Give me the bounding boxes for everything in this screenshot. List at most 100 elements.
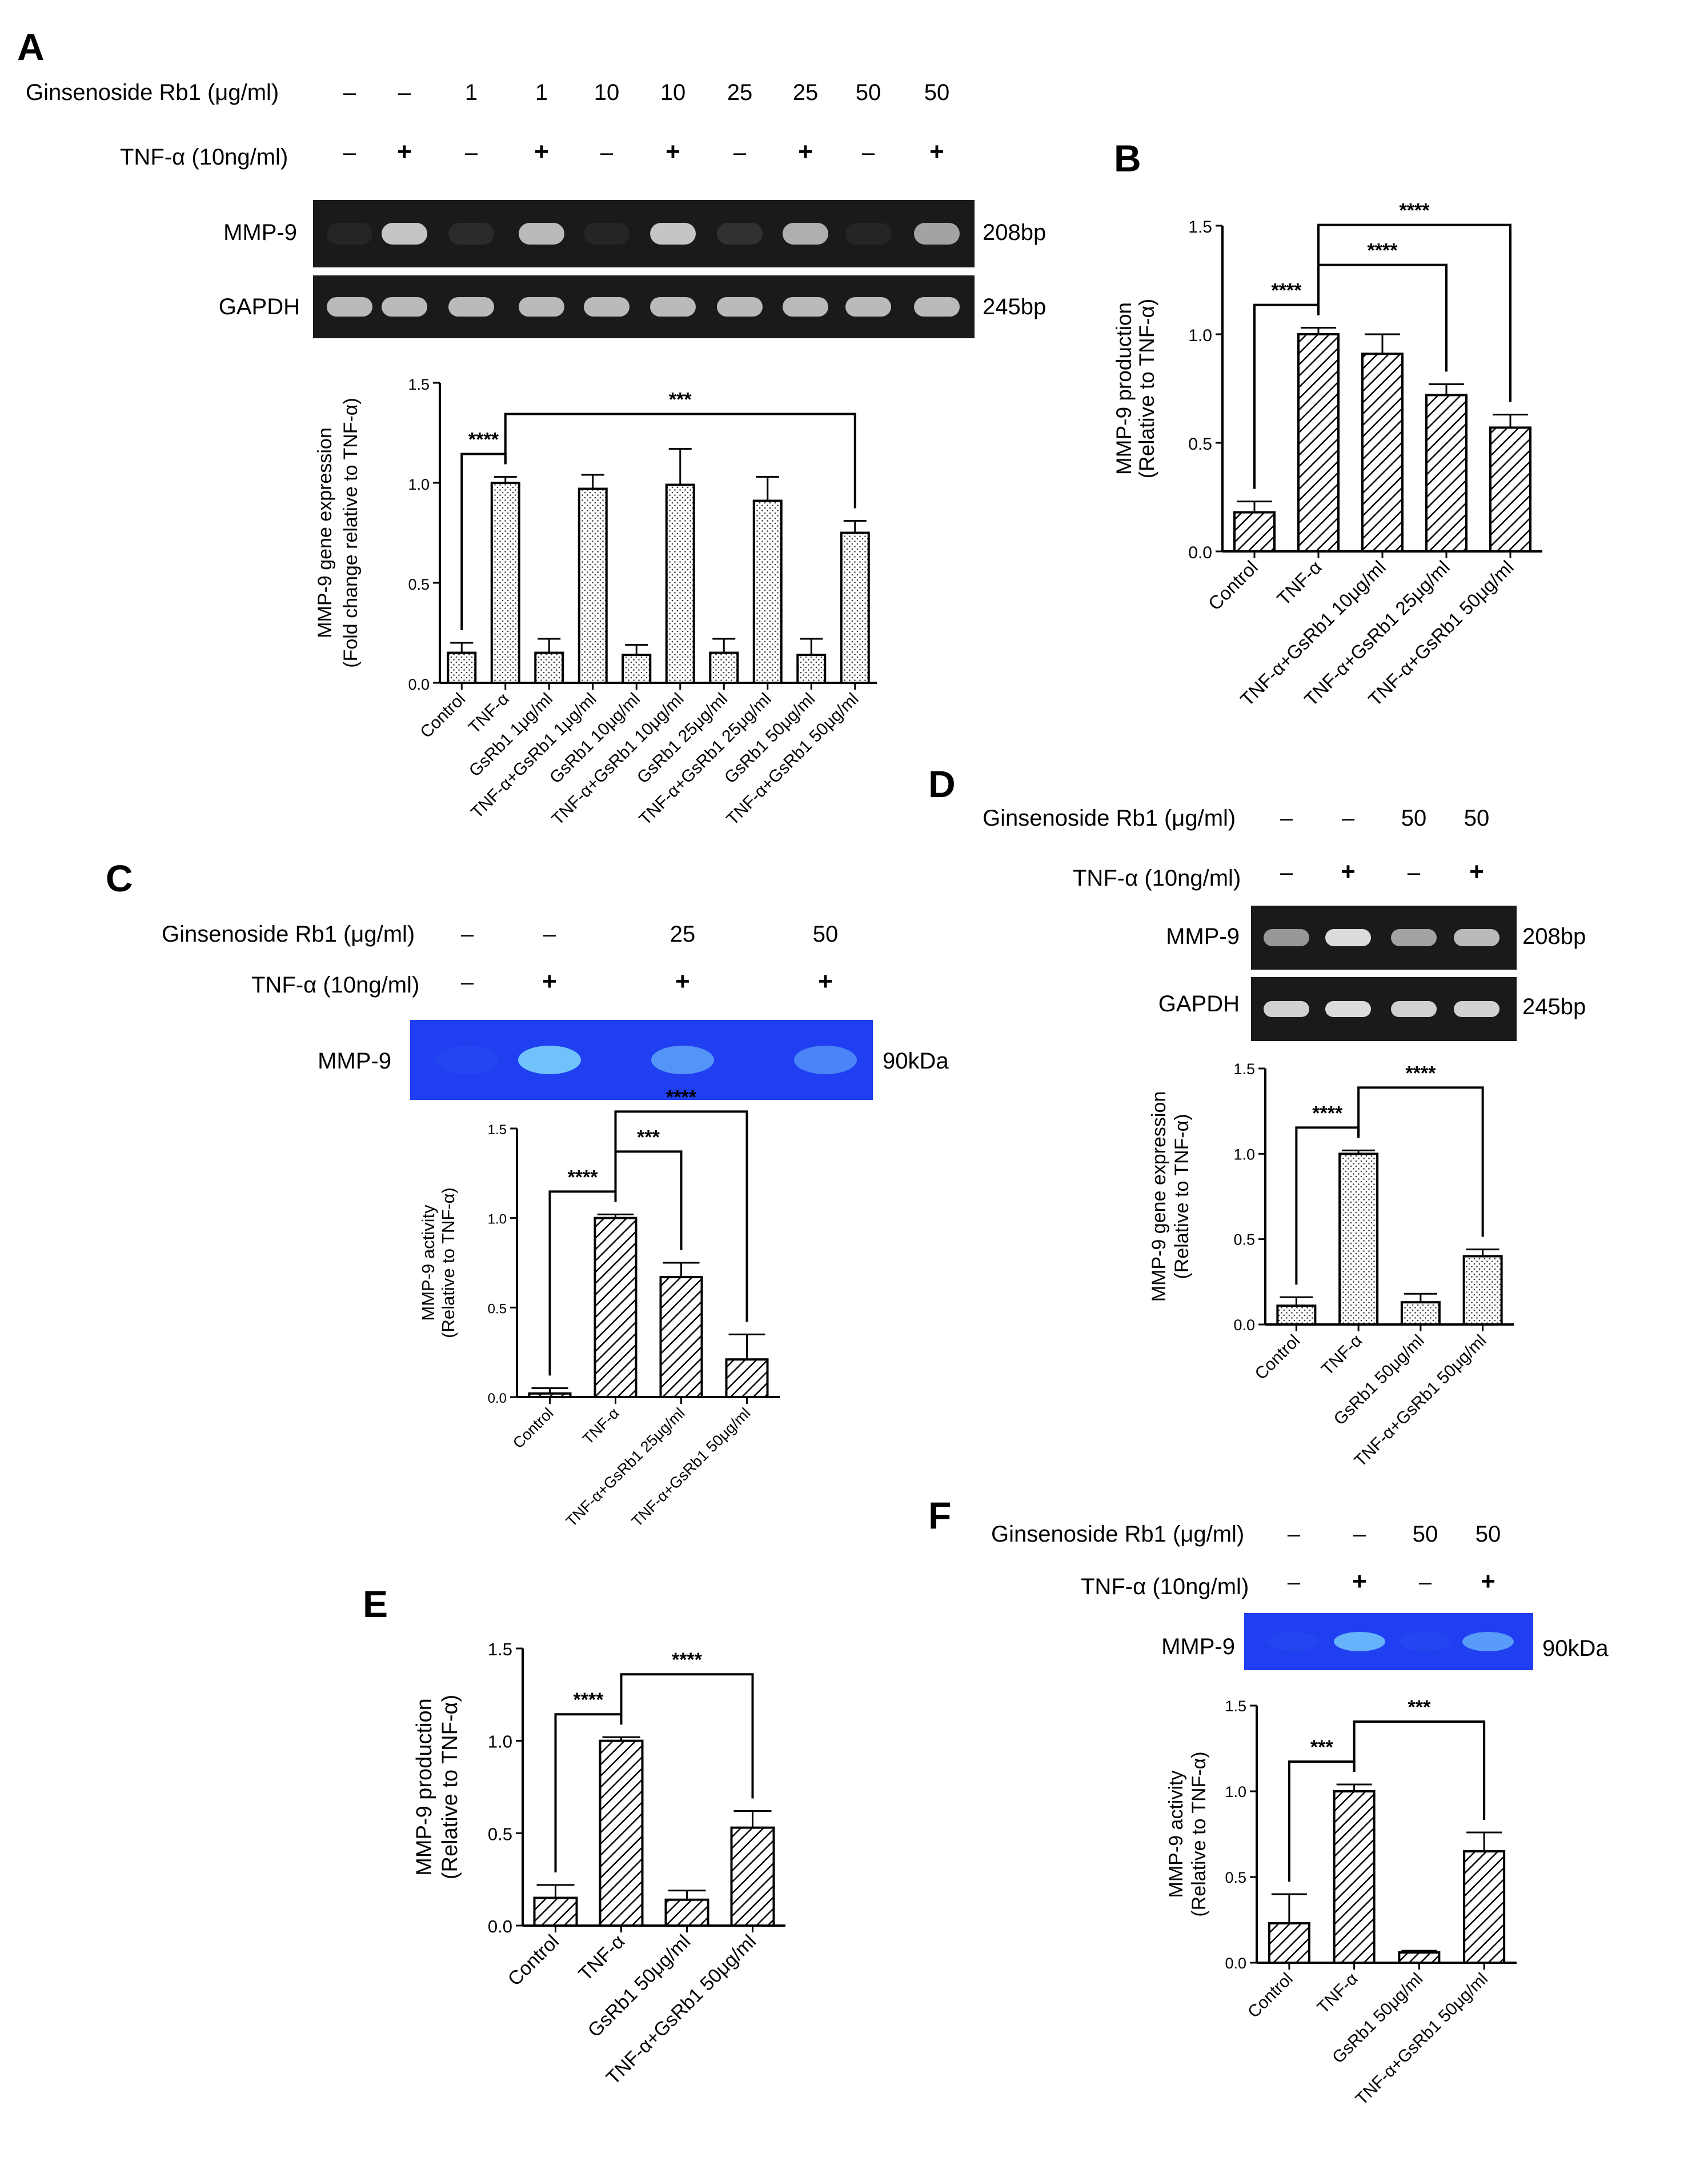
panel-f-rb1-value-1: –: [1353, 1522, 1366, 1547]
chart-c-sig-bracket-2: [614, 1110, 748, 1322]
chart-f-xtick-label-1: TNF-α: [1314, 1970, 1362, 2018]
chart-f-ylabel-line2: (Relative to TNF-α): [1188, 1751, 1210, 1916]
chart-e-sig-bracket-1: [620, 1673, 754, 1799]
panel-c-mmp9-size: 90kDa: [883, 1049, 949, 1074]
panel-label-e: E: [363, 1583, 388, 1625]
panel-a-tnf-value-4: –: [600, 140, 614, 165]
chart-b-sig-label-1: ****: [1368, 240, 1398, 262]
chart-f-sig-bracket-1: [1353, 1720, 1486, 1820]
panel-a-mmp9-band-0: [327, 223, 372, 245]
chart-e-bar-3: [730, 1826, 775, 1927]
panel-a-gapdh-band-6: [717, 297, 763, 317]
chart-b-bar-4: [1489, 426, 1531, 553]
chart-e-sig-label-1: ****: [672, 1649, 703, 1671]
panel-d-mmp9-band-0: [1264, 929, 1309, 946]
panel-d-tnf-value-1: +: [1341, 858, 1356, 886]
chart-d-xtick-label-1: TNF-α: [1318, 1331, 1366, 1379]
panel-a-tnf-value-2: –: [465, 140, 478, 165]
chart-e-ytick-label: 0.0: [488, 1916, 512, 1936]
panel-a-gapdh-band-3: [519, 297, 564, 317]
chart-e-ytick-label: 1.0: [488, 1732, 512, 1752]
panel-a-tnf-value-0: –: [343, 140, 356, 165]
panel-f-mmp9-band-2: [1400, 1632, 1451, 1651]
panel-a-rb1-value-3: 1: [535, 80, 548, 105]
chart-b-ylabel-line2: (Relative to TNF-α): [1135, 299, 1158, 479]
panel-label-c: C: [106, 857, 133, 899]
chart-a-bar-9: [840, 531, 870, 684]
panel-c-rb1-value-0: –: [461, 922, 474, 947]
chart-b-ytick-label: 1.5: [1188, 218, 1212, 237]
panel-c-tnf-value-3: +: [818, 967, 833, 995]
panel-d-tnf-value-3: +: [1469, 858, 1484, 886]
chart-f-ytick-label: 0.5: [1225, 1869, 1246, 1886]
chart-f-bar-0: [1268, 1922, 1310, 1964]
chart-a-bar-6: [709, 651, 739, 684]
chart-a-bar-5: [665, 483, 695, 684]
chart-a-bar-3: [578, 487, 608, 684]
panel-d-gapdh-label: GAPDH: [1158, 991, 1240, 1017]
chart-c-sig-label-2: ****: [666, 1086, 697, 1108]
panel-a-rb1-value-2: 1: [465, 80, 478, 105]
panel-f-rb1-value-0: –: [1288, 1522, 1301, 1547]
chart-e-bar-0: [533, 1896, 578, 1927]
panel-c-rb1-value-2: 25: [670, 922, 696, 947]
chart-d-ytick-label: 0.0: [1233, 1316, 1255, 1334]
panel-a-rb1-value-0: –: [343, 80, 356, 105]
panel-a-rb1-label: Ginsenoside Rb1 (μg/ml): [26, 80, 279, 105]
chart-c-xtick-label-2: TNF-α+GsRb1 25μg/ml: [563, 1404, 688, 1530]
chart-c-ylabel-line1: MMP-9 activity: [418, 1204, 438, 1321]
panel-c-tnf-value-2: +: [675, 967, 690, 995]
panel-a-mmp9-band-8: [845, 223, 891, 245]
panel-a-rb1-value-6: 25: [727, 80, 753, 105]
chart-c-sig-label-1: ***: [637, 1126, 660, 1148]
panel-c-mmp9-band-3: [794, 1046, 857, 1074]
chart-e-bar-2: [664, 1898, 709, 1927]
panel-d-mmp9-label: MMP-9: [1166, 924, 1240, 949]
chart-a-ytick-label: 1.5: [408, 376, 430, 393]
panel-a-mmp9-band-7: [783, 223, 828, 245]
chart-e-xtick-label-1: TNF-α: [575, 1931, 630, 1986]
panel-a-rb1-value-5: 10: [660, 80, 686, 105]
panel-a-rb1-value-7: 25: [793, 80, 819, 105]
panel-a-tnf-label: TNF-α (10ng/ml): [120, 145, 288, 170]
panel-a-gapdh-band-0: [327, 297, 372, 317]
panel-a-gapdh-band-8: [845, 297, 891, 317]
chart-f-ytick-label: 1.0: [1225, 1783, 1246, 1800]
chart-a-bar-8: [796, 654, 827, 684]
panel-a-mmp9-band-1: [382, 223, 427, 245]
panel-d-rb1-value-2: 50: [1401, 806, 1427, 831]
panel-c-rb1-label: Ginsenoside Rb1 (μg/ml): [162, 922, 415, 947]
panel-c-mmp9-label: MMP-9: [318, 1049, 391, 1074]
chart-a-ytick-label: 0.5: [408, 576, 430, 593]
chart-b-sig-label-0: ****: [1272, 280, 1302, 302]
panel-a-tnf-value-5: +: [665, 138, 680, 166]
chart-c-ytick-label: 0.0: [488, 1391, 507, 1406]
chart-c-ytick-label: 0.5: [488, 1301, 507, 1316]
chart-d-sig-label-0: ****: [1312, 1102, 1343, 1124]
chart-d-xtick-label-0: Control: [1252, 1331, 1304, 1384]
chart-f-ytick-label: 1.5: [1225, 1698, 1246, 1715]
chart-b-ytick-label: 0.0: [1188, 543, 1212, 562]
chart-e-ylabel-line1: MMP-9 production: [412, 1698, 436, 1875]
chart-f-bar-3: [1463, 1850, 1506, 1964]
chart-d-ytick-label: 0.5: [1233, 1231, 1255, 1248]
panel-a-mmp9-band-2: [448, 223, 494, 245]
chart-c-bar-2: [659, 1276, 703, 1398]
panel-f-rb1-label: Ginsenoside Rb1 (μg/ml): [991, 1522, 1244, 1547]
chart-b-ytick-label: 0.5: [1188, 435, 1212, 454]
chart-a-ylabel-line1: MMP-9 gene expression: [314, 427, 336, 638]
panel-f-mmp9-label: MMP-9: [1161, 1634, 1235, 1659]
chart-d-ytick-label: 1.5: [1233, 1061, 1255, 1078]
panel-a-tnf-value-3: +: [534, 138, 549, 166]
panel-f-mmp9-band-1: [1334, 1632, 1385, 1651]
panel-a-gapdh-band-4: [584, 297, 630, 317]
chart-f-sig-label-0: ***: [1310, 1736, 1333, 1758]
chart-c-xtick-label-3: TNF-α+GsRb1 50μg/ml: [628, 1404, 754, 1530]
chart-a-sig-bracket-1: [504, 413, 856, 509]
chart-a-bar-1: [490, 482, 520, 684]
panel-c-rb1-value-3: 50: [813, 922, 839, 947]
panel-a-tnf-value-6: –: [733, 140, 747, 165]
